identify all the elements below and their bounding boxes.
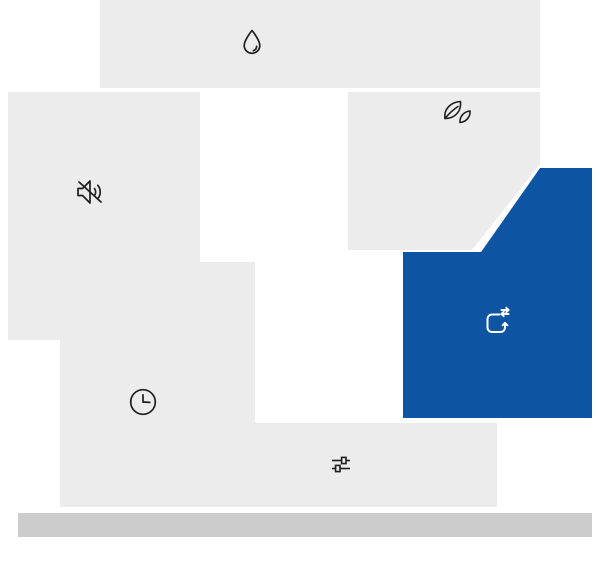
bottom-scrollbar[interactable] <box>18 513 592 537</box>
tile-water[interactable] <box>100 0 540 88</box>
eco-leaves-icon <box>438 96 474 132</box>
sliders-icon <box>326 449 356 479</box>
tap-arrows-icon <box>475 302 515 342</box>
speaker-mute-icon <box>71 173 109 211</box>
water-drop-icon <box>237 27 267 57</box>
clock-icon <box>126 385 160 419</box>
tile-settings[interactable] <box>60 423 497 507</box>
